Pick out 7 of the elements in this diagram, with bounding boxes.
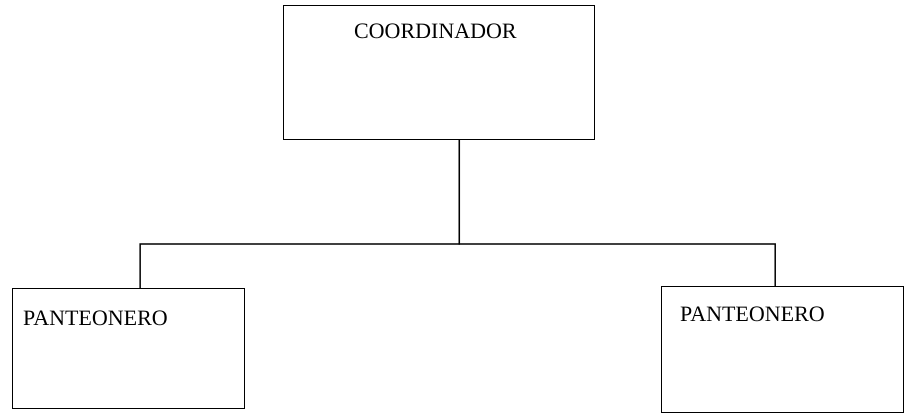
org-box (12, 288, 245, 409)
org-box (661, 286, 904, 413)
role-title: PANTEONERO (23, 305, 168, 331)
role-title: PANTEONERO (680, 301, 825, 327)
org-box (283, 5, 595, 140)
connector-line (458, 140, 776, 286)
role-title: COORDINADOR (354, 18, 517, 44)
